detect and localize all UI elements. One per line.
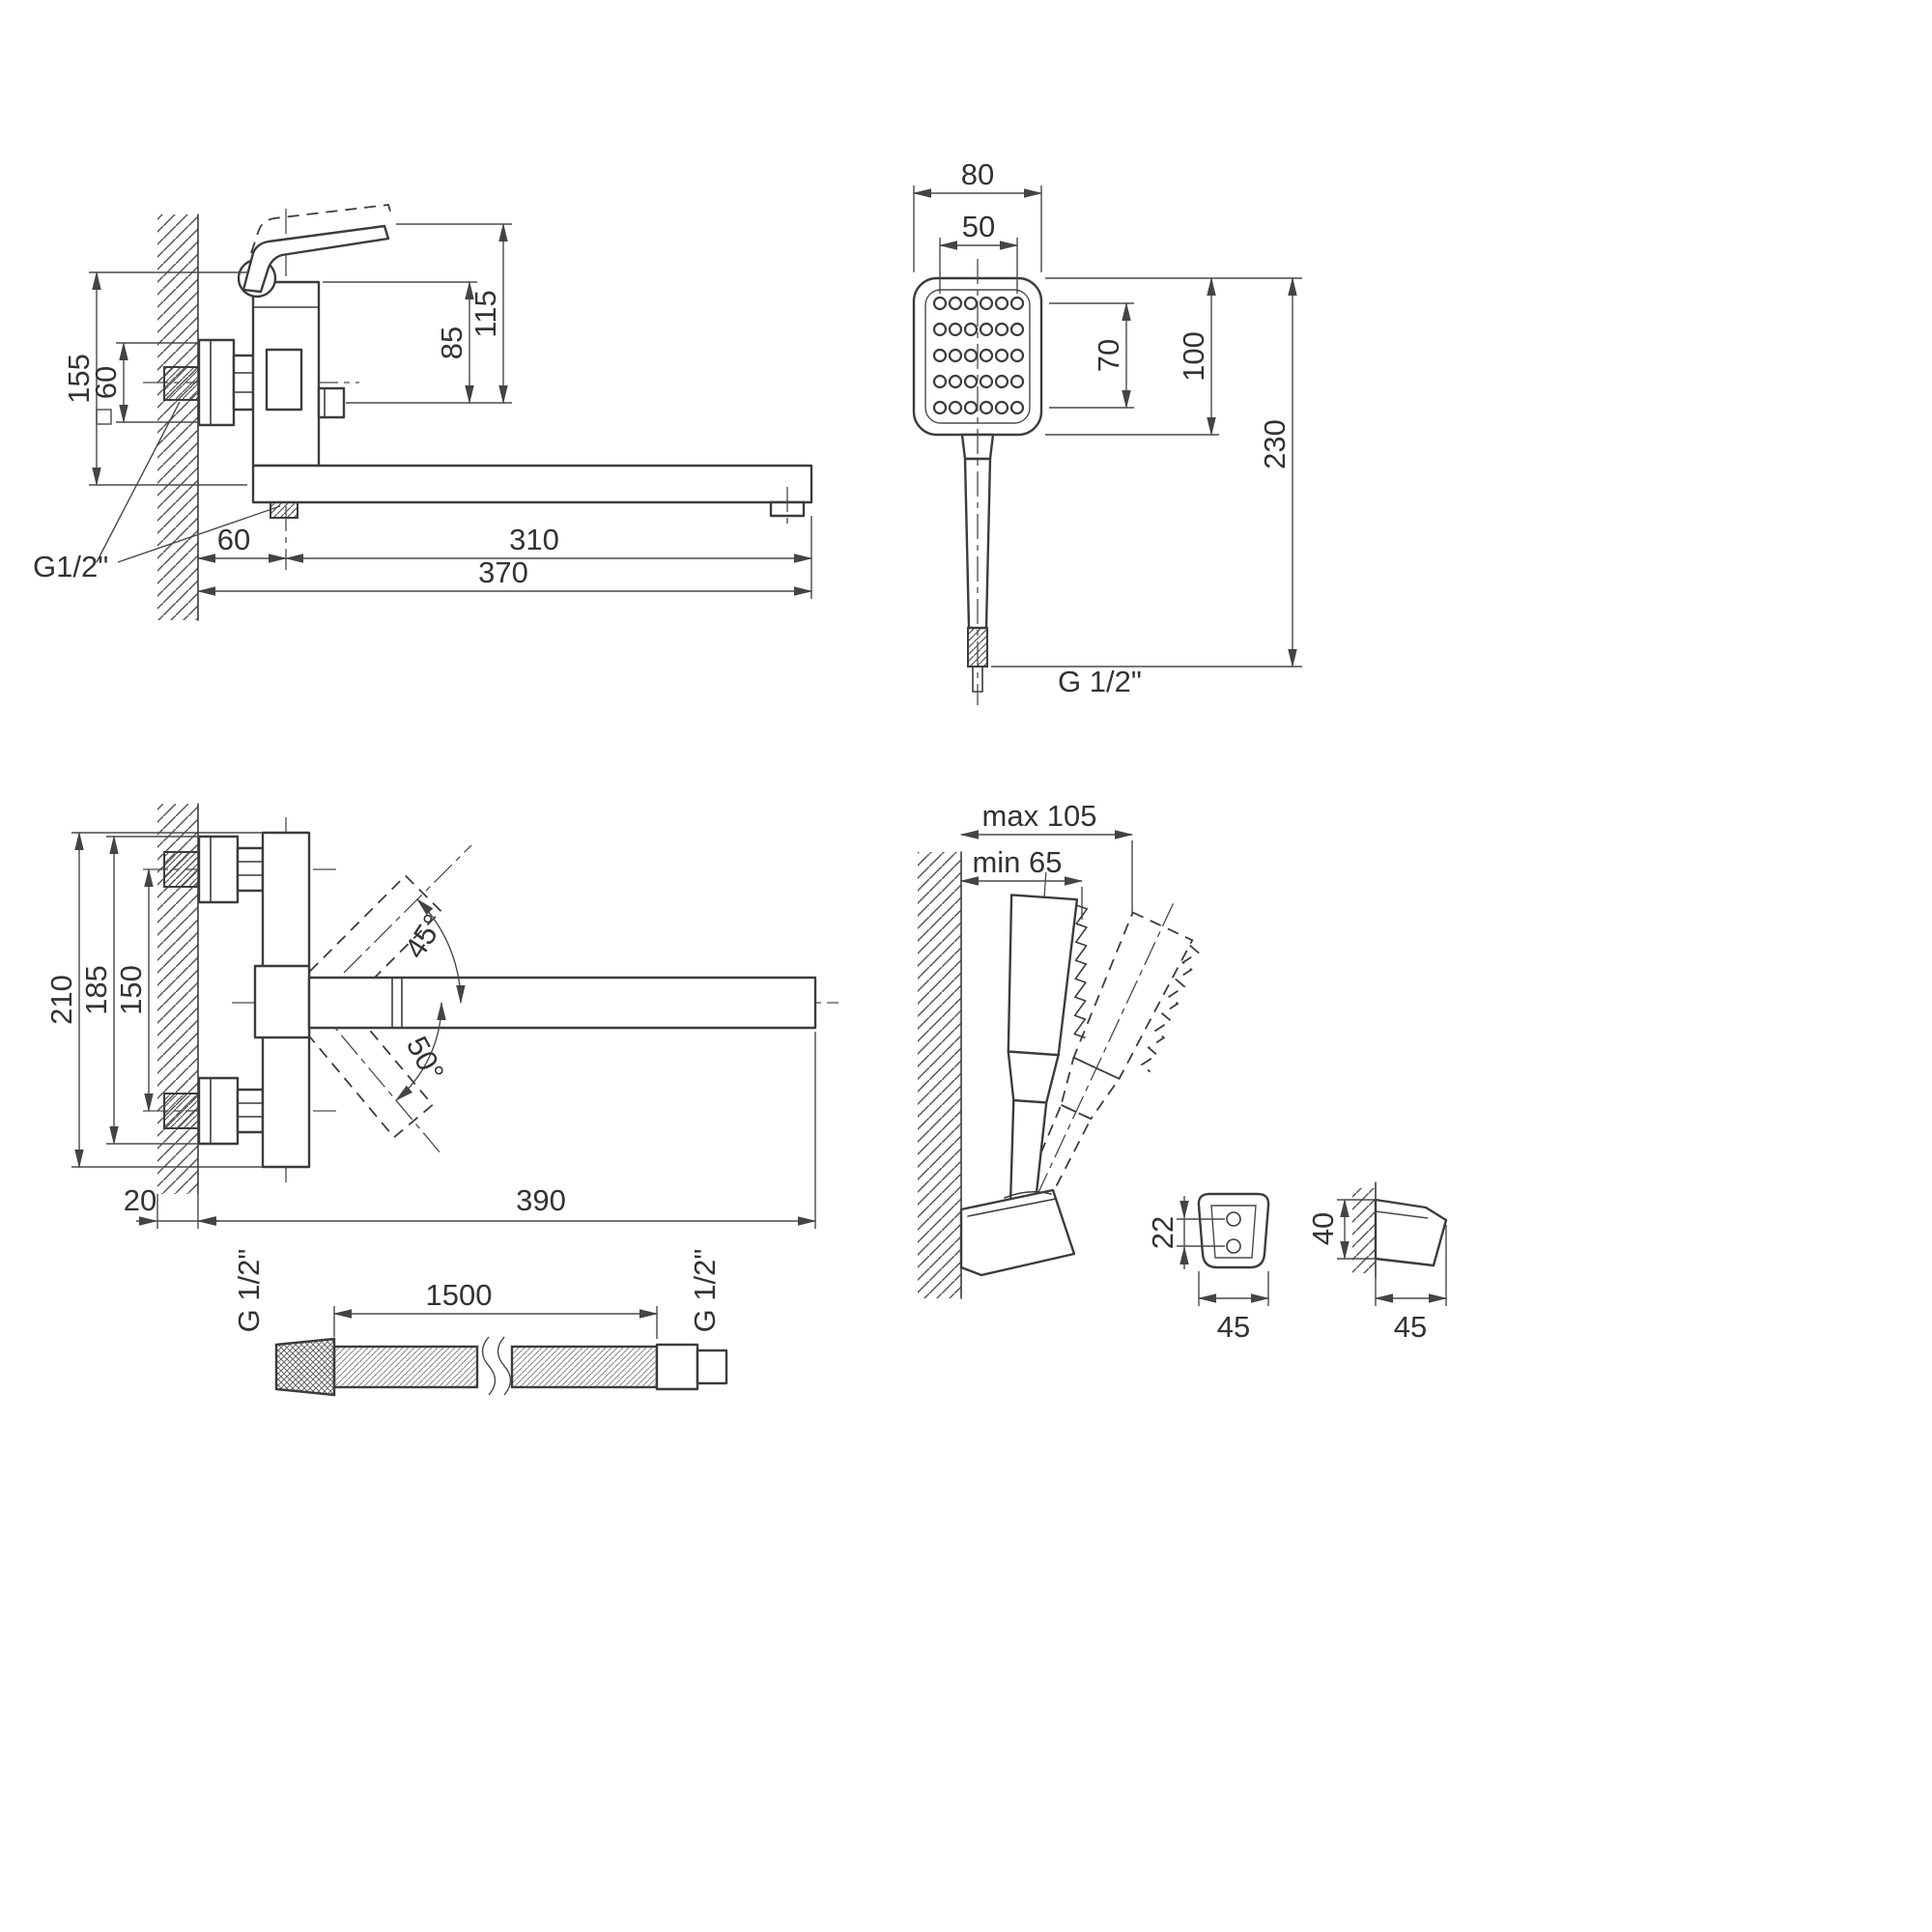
spout-pivot-housing [253,964,311,1039]
hose-break-line [497,1336,512,1396]
hose-thread-left-label: G 1/2" [232,1249,266,1333]
dim-45-front: 45 [1197,1271,1270,1344]
view-holder-detail: 22 45 40 45 [1146,1181,1448,1344]
inlet-nipple-bottom [163,1093,200,1129]
dim-label-40: 40 [1306,1212,1340,1245]
hose-fitting-right [655,1343,699,1391]
view-faucet-side: 155 60 85 115 60 310 370 [33,204,813,621]
dim-185: 185 [79,835,199,1146]
thread-label: G1/2" [33,550,108,583]
screw-hole-top [1226,1211,1241,1227]
dim-label-70: 70 [1092,339,1125,372]
holder-side-profile [1374,1198,1448,1267]
dim-22: 22 [1146,1196,1225,1269]
wall-hatch [918,852,961,1298]
spout [251,464,813,504]
dim-label-min: min 65 [972,845,1062,879]
screw-hole-bottom [1226,1238,1241,1254]
inlet-nipple-top [163,851,200,888]
wall-hatch [157,214,198,620]
dim-1500: 1500 [332,1278,659,1339]
hose-thread-right-label: G 1/2" [688,1249,722,1333]
dim-label-45-front: 45 [1217,1310,1250,1344]
view-hand-shower: 80 50 70 100 230 G 1/2" [912,157,1302,705]
shower-position-rest [1007,871,1089,1254]
dim-label-1500: 1500 [426,1278,493,1312]
dim-50: 50 [938,210,1019,294]
dim-45-side: 45 [1374,1225,1448,1344]
dim-square-60: 60 [89,341,199,425]
dim-label-22: 22 [1146,1216,1179,1249]
dim-label-155: 155 [62,354,96,404]
dim-label-45-side: 45 [1394,1310,1427,1344]
wall-thread-nipple [163,366,200,401]
dim-label-185: 185 [79,965,113,1015]
wall-hatch-small [1352,1188,1376,1273]
square-symbol [96,409,112,425]
dim-label-210: 210 [44,975,78,1025]
nut-bottom [236,1088,265,1134]
dim-230: 230 [991,276,1302,668]
dim-label-230: 230 [1258,419,1292,469]
dim-label-50: 50 [962,210,995,243]
flange-bottom [197,1076,240,1146]
dim-label-20: 20 [124,1183,156,1217]
shower-thread-label: G 1/2" [1058,665,1142,698]
hex-nut [232,354,255,412]
dim-label-square-60: 60 [89,366,123,399]
dim-label-80: 80 [961,157,994,191]
dim-label-100: 100 [1177,331,1210,382]
flange-top [197,835,240,904]
view-hose: G 1/2" G 1/2" 1500 [232,1249,728,1397]
hose-segment-left [332,1345,479,1389]
angle-label-45: 45° [398,908,451,964]
dim-label-310: 310 [509,523,559,556]
hose-break-line [481,1336,497,1396]
shower-outlet-thread [270,501,298,519]
bracket-cup [959,1188,1076,1277]
view-wall-bracket: max 105 min 65 [918,799,1200,1299]
dim-70: 70 [1049,301,1134,410]
dim-210: 210 [44,831,263,1169]
spout-position-up [295,874,442,1022]
nut-top [236,846,265,893]
dim-label-115: 115 [469,290,502,337]
spout-top-view [307,976,817,1030]
dim-85: 85 [323,280,512,405]
handle-lever-raised [250,204,393,254]
hose-nut-left [274,1337,336,1397]
dim-label-150: 150 [114,965,148,1015]
dim-min-65: min 65 [959,845,1084,920]
dim-label-370: 370 [478,555,528,589]
thread-callout: G1/2" [33,401,281,583]
hose-segment-right [510,1345,659,1389]
holder-front [1197,1192,1270,1269]
escutcheon [197,338,236,427]
dim-max-105: max 105 [959,799,1134,916]
dim-155: 155 [62,270,247,487]
view-faucet-top: 45° 50° 150 185 210 20 39 [44,803,838,1229]
hose-fitting-right-end [696,1349,728,1385]
dim-115: 115 [396,222,512,405]
diverter-knob [317,386,346,419]
holder-front-inner [1210,1205,1257,1259]
angle-label-50: 50° [400,1031,451,1087]
dim-60-310-370: 60 310 370 [196,516,813,599]
dim-label-60: 60 [217,523,250,556]
dim-80: 80 [912,157,1043,272]
dim-20-390: 20 390 [124,1032,817,1229]
handle-lever [242,224,390,294]
dim-150: 150 [114,867,154,1113]
dim-40: 40 [1306,1198,1376,1261]
dim-label-max: max 105 [982,799,1097,833]
bracket-cup-opening [1004,1190,1052,1199]
dim-label-85: 85 [435,327,469,359]
body-plate [265,348,303,412]
dim-label-390: 390 [516,1183,566,1217]
dim-100: 100 [1045,276,1302,437]
